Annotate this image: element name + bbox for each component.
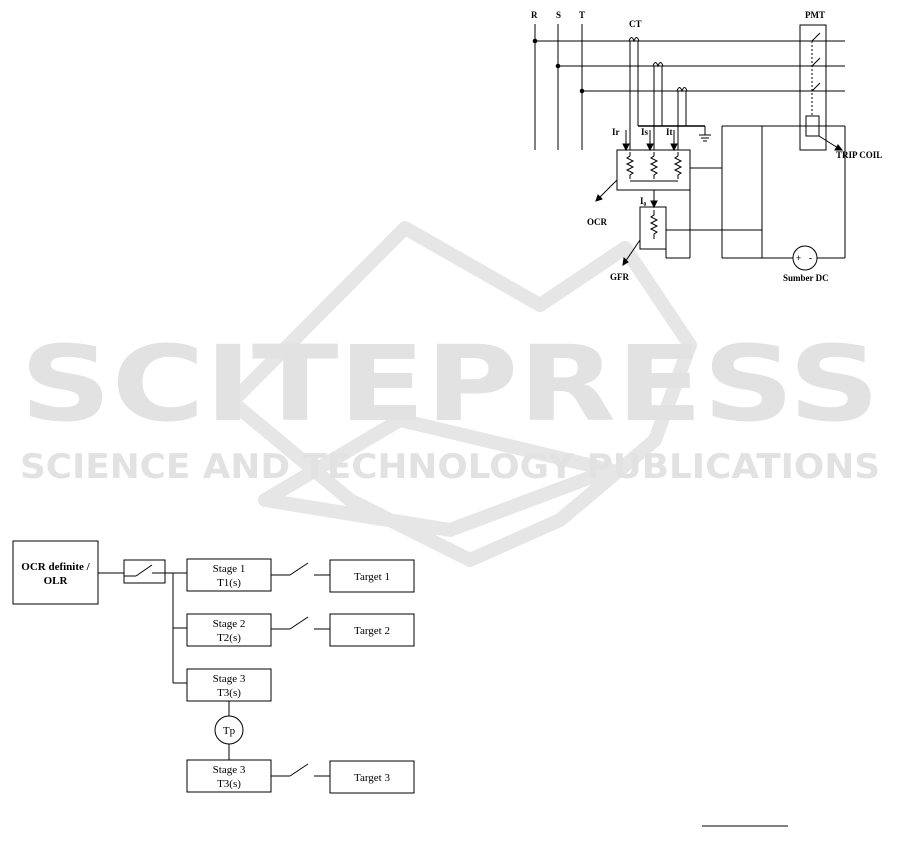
ocr-definite-line1: OCR definite /	[21, 561, 90, 573]
stage-3-time: T3(s)	[217, 687, 241, 699]
ir-arrowhead	[623, 144, 629, 150]
ground-current-arrowhead	[651, 201, 657, 207]
stage-3-label: Stage 3	[213, 673, 246, 685]
pmt-switch-t	[812, 83, 820, 91]
tp-label: Tp	[223, 725, 236, 737]
is-arrowhead	[647, 144, 653, 150]
final-stage-time: T3(s)	[217, 778, 241, 790]
pmt-box	[800, 25, 826, 150]
main-switch-blade	[136, 565, 152, 576]
is-label: Is	[641, 127, 649, 137]
target-3-label: Target 3	[354, 772, 390, 784]
ct-coil-s	[653, 63, 663, 67]
flow-diagram: OCR definite / OLR Stage 1 T1(s) Target …	[13, 541, 414, 793]
ct-label: CT	[629, 19, 642, 29]
ocr-pointer	[598, 180, 617, 199]
ocr-label: OCR	[587, 217, 608, 227]
pmt-label: PMT	[805, 10, 825, 20]
ocr-definite-line2: OLR	[44, 575, 69, 587]
pmt-switch-r	[812, 33, 820, 41]
stage-2-label: Stage 2	[213, 618, 246, 630]
dc-source-label: Sumber DC	[783, 273, 829, 283]
trip-coil-pointer	[819, 136, 838, 148]
ir-label: Ir	[612, 127, 620, 137]
main-switch-box	[124, 560, 165, 583]
stage-1-label: Stage 1	[213, 563, 246, 575]
dc-minus: -	[809, 253, 812, 263]
gfr-resistor	[651, 210, 657, 239]
ground-current-label: I₀	[640, 196, 647, 206]
pmt-switch-s	[812, 58, 820, 66]
watermark-title: SCITEPRESS	[20, 323, 880, 445]
final-stage-label: Stage 3	[213, 764, 246, 776]
watermark: SCITEPRESS SCIENCE AND TECHNOLOGY PUBLIC…	[20, 228, 880, 560]
dc-plus: +	[796, 253, 801, 263]
phase-label-r: R	[531, 10, 538, 20]
it-arrowhead	[671, 144, 677, 150]
it-label: It	[666, 127, 673, 137]
stage-2-time: T2(s)	[217, 632, 241, 644]
final-stage-switch-blade	[290, 764, 308, 776]
circuit-diagram: R S T CT	[531, 10, 882, 283]
trip-coil-label: TRIP COIL	[836, 150, 882, 160]
stage-2-switch-blade	[290, 617, 308, 629]
ocr-resistor-s	[651, 152, 657, 179]
watermark-subtitle: SCIENCE AND TECHNOLOGY PUBLICATIONS	[20, 447, 880, 487]
target-2-label: Target 2	[354, 625, 390, 637]
phase-label-t: T	[579, 10, 585, 20]
ocr-resistor-t	[675, 152, 681, 179]
junction-t	[580, 89, 584, 93]
stage-1-switch-blade	[290, 563, 308, 575]
ocr-resistor-r	[627, 152, 633, 179]
junction-r	[533, 39, 537, 43]
ct-coil-r	[629, 38, 639, 42]
ct-coil-t	[677, 88, 687, 92]
stage-1-time: T1(s)	[217, 577, 241, 589]
target-1-label: Target 1	[354, 571, 390, 583]
junction-s	[556, 64, 560, 68]
gfr-label: GFR	[610, 272, 629, 282]
phase-label-s: S	[556, 10, 561, 20]
